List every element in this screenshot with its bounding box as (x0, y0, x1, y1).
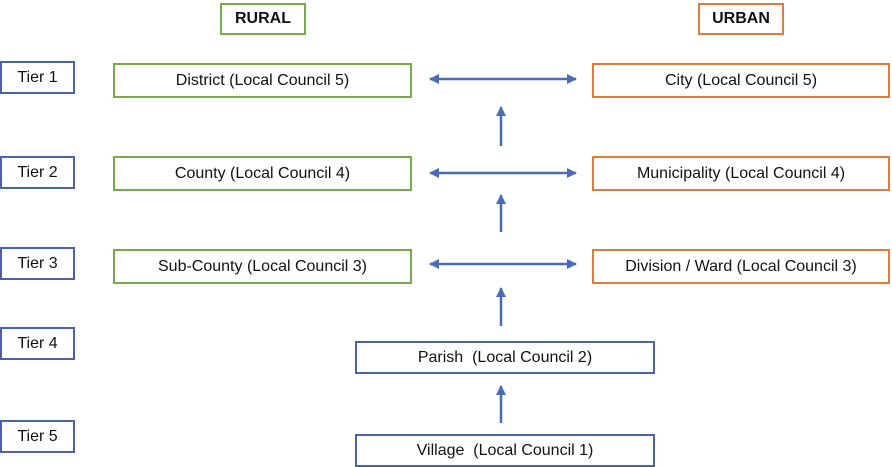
urban-header: URBAN (698, 3, 784, 35)
rural-header: RURAL (220, 3, 306, 35)
tier-2-label: Tier 2 (0, 156, 75, 189)
urban-tier-1-city: City (Local Council 5) (592, 63, 890, 98)
tier-5-label: Tier 5 (0, 420, 75, 453)
tier-5-village: Village (Local Council 1) (355, 434, 655, 467)
tier-1-label: Tier 1 (0, 61, 75, 94)
rural-tier-2-county: County (Local Council 4) (113, 156, 412, 191)
urban-tier-3-division-ward: Division / Ward (Local Council 3) (592, 249, 890, 284)
rural-tier-1-district: District (Local Council 5) (113, 63, 412, 98)
rural-tier-3-sub-county: Sub-County (Local Council 3) (113, 249, 412, 284)
tier-4-parish: Parish (Local Council 2) (355, 341, 655, 374)
tier-4-label: Tier 4 (0, 327, 75, 360)
tier-3-label: Tier 3 (0, 247, 75, 280)
urban-tier-2-municipality: Municipality (Local Council 4) (592, 156, 890, 191)
